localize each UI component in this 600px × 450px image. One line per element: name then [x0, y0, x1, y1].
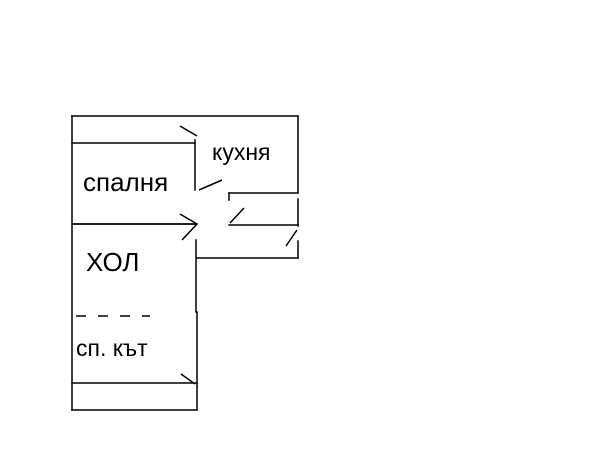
door-top-left	[179, 125, 198, 137]
door-bottom	[180, 373, 196, 385]
arrow-head	[179, 213, 199, 241]
door-kitchen	[198, 179, 223, 191]
room-label-living: ХОЛ	[86, 247, 139, 277]
room-label-kitchen: кухня	[212, 139, 270, 165]
door-corridor	[285, 229, 298, 247]
room-label-bedroom: спалня	[83, 167, 168, 197]
room-label-sleeping-corner: сп. кът	[76, 335, 148, 361]
door-bath	[229, 207, 245, 224]
